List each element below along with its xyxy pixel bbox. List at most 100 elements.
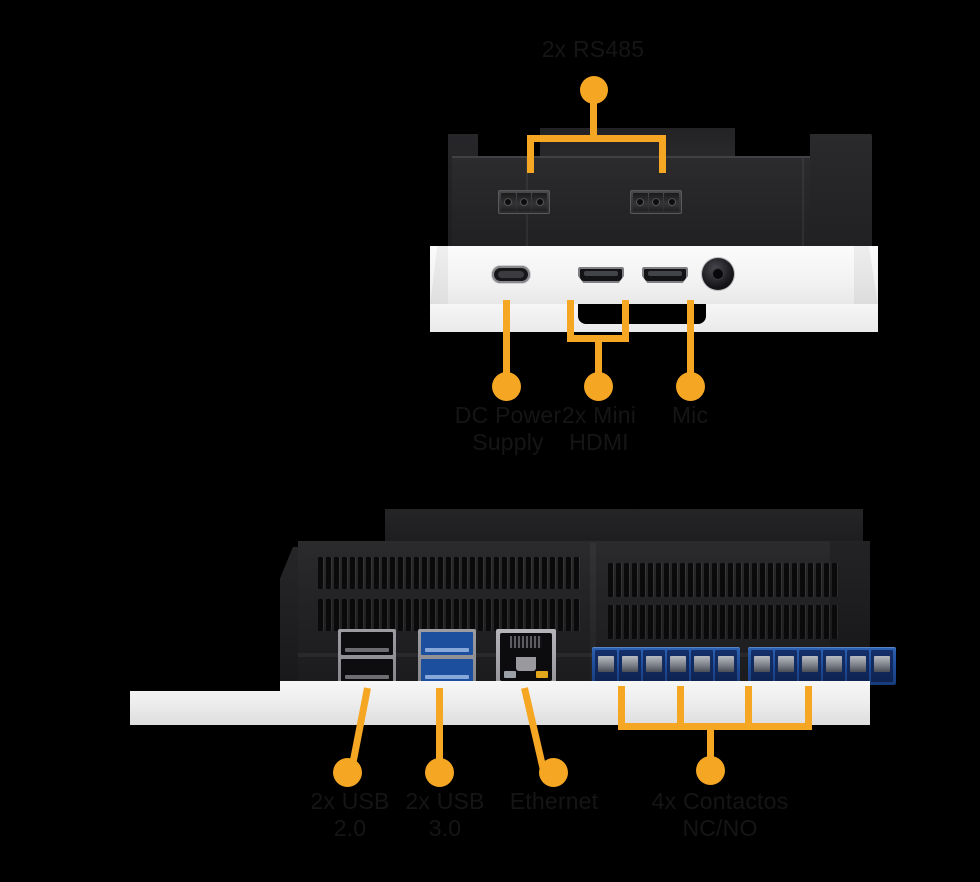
vent-slat [824,563,829,597]
contactos-stem-3 [745,686,752,730]
vent-slat [832,605,837,639]
vent-slat [624,563,629,597]
vent-slat [334,599,339,631]
vent-slat [446,599,451,631]
rs485-terminal-block-1 [498,190,550,214]
vent-slat [510,557,515,589]
vent-slat [656,563,661,597]
vent-slat [712,605,717,639]
top-device-illustration [430,128,878,336]
vent-slat [680,605,685,639]
vent-slat [390,599,395,631]
vent-slat [736,605,741,639]
contact-pin [751,650,773,682]
contact-pin [847,650,869,682]
mini-hdmi-riser [595,335,602,382]
vent-slat [744,563,749,597]
mini-hdmi-dot [584,372,613,401]
vent-slat [720,605,725,639]
vent-slat [558,599,563,631]
vent-slat [374,599,379,631]
vent-slat [728,605,733,639]
vent-slat [784,563,789,597]
vent-slat [688,563,693,597]
vent-slat [430,557,435,589]
vent-slat [382,599,387,631]
vent-slat [366,557,371,589]
contact-pin [619,650,641,682]
vent-slat [494,599,499,631]
vent-slat [502,557,507,589]
vent-slat [414,599,419,631]
vent-slat [664,605,669,639]
vent-slat [574,557,579,589]
vent-slat [792,563,797,597]
vent-slat [608,605,613,639]
vent-slat [632,605,637,639]
contact-pin [595,650,617,682]
contact-pin [667,650,689,682]
ethernet-rj45-port [496,629,556,685]
vent-slat [318,599,323,631]
label-mic: Mic [671,402,709,428]
contact-terminal-block-2 [748,647,896,685]
vent-slat [574,599,579,631]
vent-slat [792,605,797,639]
contact-pin [775,650,797,682]
vent-slat [800,563,805,597]
vent-slat [534,557,539,589]
vent-slat [680,563,685,597]
contact-pin [643,650,665,682]
rj45-led-right [536,671,548,678]
usb-3-0-port-1 [421,632,473,655]
usb-20-dot [333,758,362,787]
usb-3-0-port-2 [421,659,473,682]
dc-power-stem [503,300,510,382]
vent-slat [350,599,355,631]
vent-slat [486,557,491,589]
contact-pin [691,650,713,682]
label-ethernet: Ethernet [509,788,599,814]
contactos-stem-1 [618,686,625,730]
vent-slat [566,557,571,589]
ethernet-dot [539,758,568,787]
contactos-stem-2 [677,686,684,730]
top-device-seam-left [526,158,528,286]
vent-grille-lower-left [318,599,579,631]
mini-hdmi-port-1 [578,267,624,283]
contact-terminal-block-1 [592,647,740,685]
vent-slat [334,557,339,589]
usb-2-0-port-2 [341,659,393,682]
vent-slat [374,557,379,589]
vent-slat [398,557,403,589]
vent-slat [406,557,411,589]
vent-slat [422,557,427,589]
vent-slat [624,605,629,639]
vent-slat [776,563,781,597]
mini-hdmi-stem-right [622,300,629,342]
label-contactos: 4x Contactos NC/NO [651,788,789,841]
usb-2-0-port-1 [341,632,393,655]
vent-slat [744,605,749,639]
top-device-base-notch [578,304,706,324]
usb-30-dot [425,758,454,787]
vent-slat [696,563,701,597]
dc-power-dot [492,372,521,401]
vent-slat [390,557,395,589]
contact-pin [799,650,821,682]
vent-slat [616,605,621,639]
vent-slat [648,563,653,597]
contactos-riser [707,723,714,765]
vent-slat [808,605,813,639]
rs485-stem-left [527,135,534,173]
contact-pin [715,650,737,682]
vent-slat [760,605,765,639]
vent-slat [608,563,613,597]
mini-hdmi-port-2 [642,267,688,283]
label-usb-30: 2x USB 3.0 [405,788,485,841]
label-usb-20: 2x USB 2.0 [310,788,390,841]
vent-slat [326,599,331,631]
vent-slat [470,557,475,589]
vent-slat [342,557,347,589]
vent-slat [438,599,443,631]
